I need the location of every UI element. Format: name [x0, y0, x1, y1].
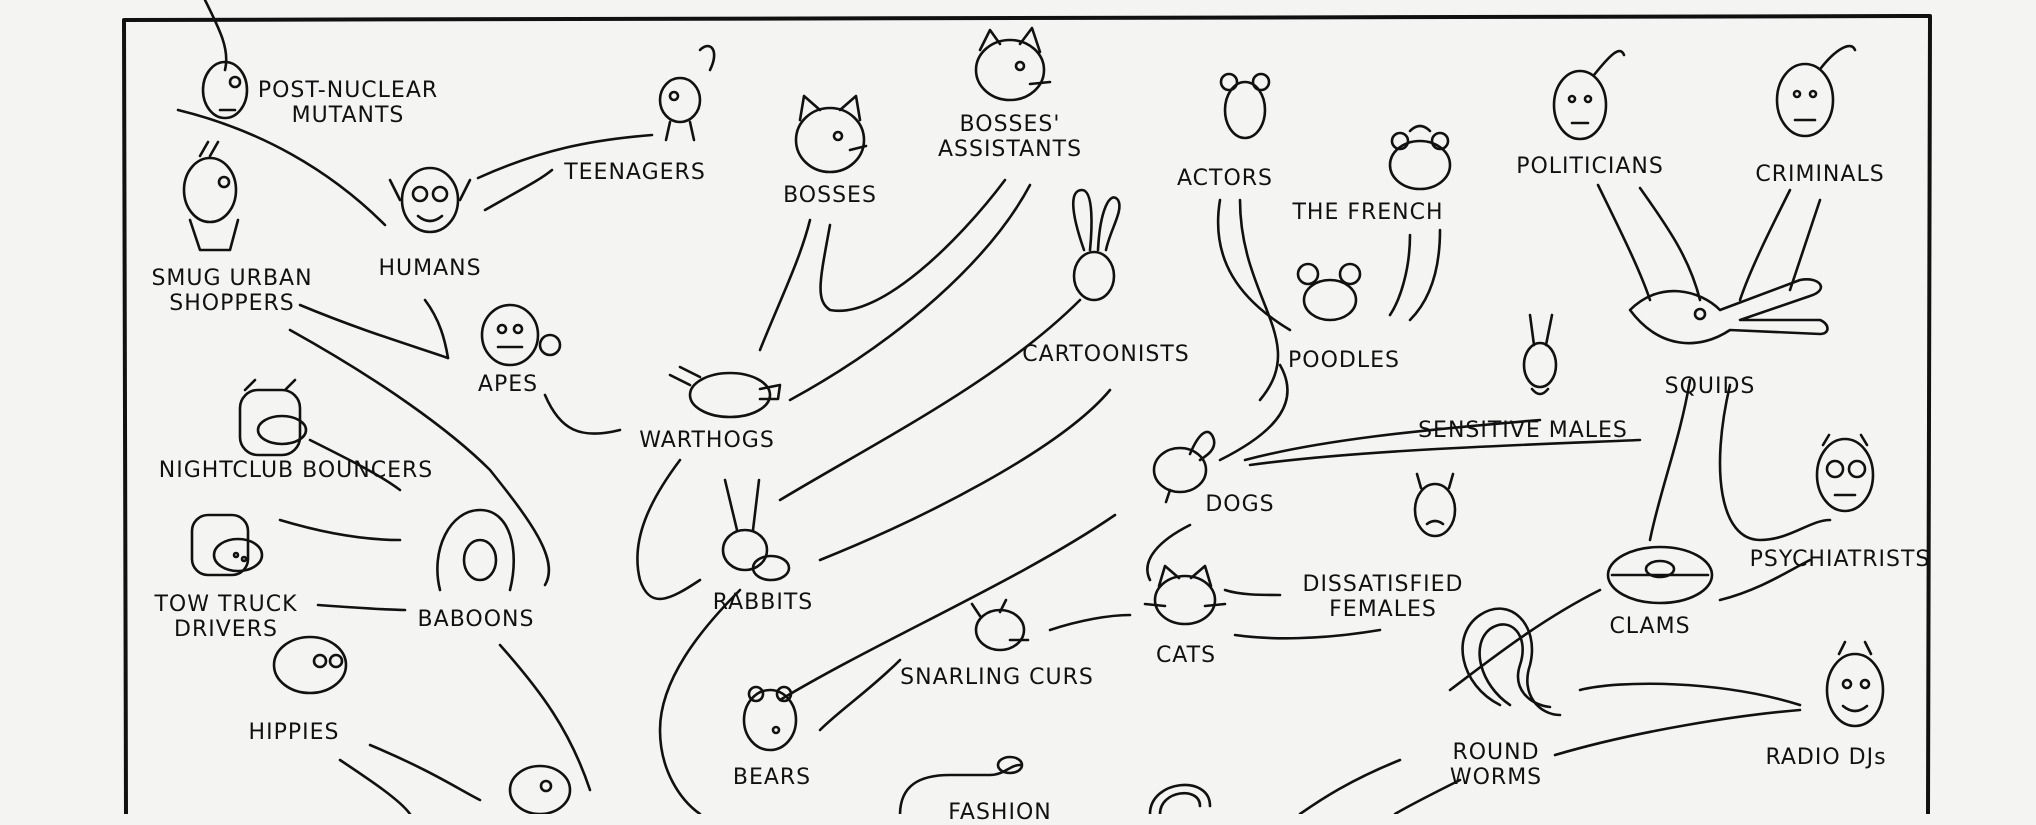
creature-french	[1390, 126, 1450, 189]
label-radio-djs: RADIO DJs	[1765, 745, 1886, 770]
branch-french-2	[1410, 230, 1440, 320]
branch-bosses-left	[760, 220, 810, 350]
creature-squid	[1630, 279, 1828, 343]
creature-rabbit	[723, 480, 789, 580]
label-snarling-curs: SNARLING CURS	[900, 665, 1094, 690]
creature-human	[390, 168, 470, 232]
label-humans: HUMANS	[378, 256, 481, 281]
label-squids: SQUIDS	[1665, 374, 1756, 399]
label-psychiatrists: PSYCHIATRISTS	[1750, 547, 1931, 572]
branch-worms-radio	[1555, 710, 1800, 755]
branch-bouncers-2	[280, 520, 400, 540]
branch-tow	[318, 605, 405, 610]
creature-ape	[482, 305, 560, 365]
creature-mutant	[203, 0, 247, 118]
creature-criminal	[1777, 46, 1855, 136]
creature-boss	[796, 96, 866, 172]
creature-boss-assistant	[976, 28, 1050, 100]
creature-snarling-cur	[972, 600, 1028, 650]
branch-cartoonists-rabbits	[780, 300, 1080, 500]
creature-poodle	[1298, 264, 1360, 320]
branch-criminals	[1740, 190, 1790, 300]
branch-french	[1390, 235, 1410, 315]
branch-curs-cats	[1050, 615, 1130, 630]
branch-sensitive-dogs-2	[1250, 440, 1640, 465]
label-dogs: DOGS	[1205, 492, 1274, 517]
branch-squids-psych	[1720, 385, 1830, 540]
branch-warthogs-rabbits	[637, 460, 700, 599]
label-fashion: FASHION	[948, 800, 1051, 825]
creature-tow-driver	[192, 515, 262, 575]
branch-clams-radio	[1580, 684, 1800, 705]
creature-actor	[1221, 74, 1269, 138]
label-warthogs: WARTHOGS	[639, 428, 775, 453]
creature-cat	[1145, 566, 1225, 624]
label-hippies: HIPPIES	[249, 720, 340, 745]
label-clams: CLAMS	[1609, 614, 1690, 639]
creature-politician	[1554, 51, 1624, 139]
creature-baboon	[437, 510, 513, 590]
creature-teenager	[660, 46, 714, 140]
label-sensitive-males: SENSITIVE MALES	[1418, 418, 1628, 443]
label-nightclub-bouncers: NIGHTCLUB BOUNCERS	[159, 458, 434, 483]
branch-baboons-down	[500, 645, 590, 790]
creature-dissatisfied-female	[1415, 474, 1455, 536]
label-poodles: POODLES	[1288, 348, 1400, 373]
creature-clam	[1608, 547, 1712, 603]
branch-cats-females-2	[1235, 630, 1380, 638]
branch-rabbits-down	[660, 590, 740, 814]
label-rabbits: RABBITS	[713, 590, 814, 615]
creature-loop	[1150, 785, 1210, 814]
creature-hippie-bear	[510, 766, 570, 814]
creature-shopper	[184, 142, 238, 250]
branch-cats-females	[1225, 590, 1280, 595]
branch-criminals-2	[1790, 200, 1820, 290]
label-teenagers: TEENAGERS	[564, 160, 706, 185]
branch-assistants	[790, 185, 1030, 400]
branch-politicians	[1598, 185, 1650, 300]
creature-sensitive-male	[1524, 315, 1556, 394]
branch-actors	[1218, 200, 1290, 330]
branch-shoppers	[300, 305, 448, 358]
label-bears: BEARS	[733, 765, 811, 790]
creature-cartoonist	[1073, 190, 1119, 300]
label-cartoonists: CARTOONISTS	[1022, 342, 1189, 367]
branch-humans-teenagers-2	[485, 170, 552, 210]
branch-humans-apes	[425, 300, 448, 358]
label-bosses: BOSSES	[783, 183, 877, 208]
branch-apes-warthogs	[545, 395, 620, 434]
label-baboons: BABOONS	[418, 607, 535, 632]
label-criminals: CRIMINALS	[1755, 162, 1884, 187]
creature-hippie	[274, 637, 346, 693]
branch-politicians-2	[1640, 188, 1700, 300]
branch-squids-clams	[1650, 380, 1690, 540]
branch-dogs-cats	[1147, 525, 1190, 580]
creature-psychiatrist	[1817, 435, 1873, 511]
label-post-nuclear-mutants: POST-NUCLEARMUTANTS	[258, 78, 438, 129]
label-bosses-assistants: BOSSES'ASSISTANTS	[938, 112, 1082, 163]
branch-hippies-2	[340, 760, 410, 814]
branch-worms-left	[1300, 760, 1400, 814]
creature-radio-dj	[1827, 642, 1883, 726]
creature-bouncer	[240, 380, 306, 455]
creature-round-worm	[1463, 609, 1560, 715]
label-the-french: THE FRENCH	[1292, 200, 1443, 225]
branch-clams-worms	[1450, 590, 1600, 690]
branch-poodles-dogs-2	[1240, 200, 1278, 400]
label-apes: APES	[478, 372, 538, 397]
label-cats: CATS	[1156, 643, 1216, 668]
branch-cartoonists-rabbits-2	[820, 390, 1110, 560]
creature-warthog	[670, 367, 780, 417]
label-actors: ACTORS	[1177, 166, 1273, 191]
branch-poodles-dogs	[1220, 365, 1288, 460]
label-politicians: POLITICIANS	[1516, 154, 1664, 179]
